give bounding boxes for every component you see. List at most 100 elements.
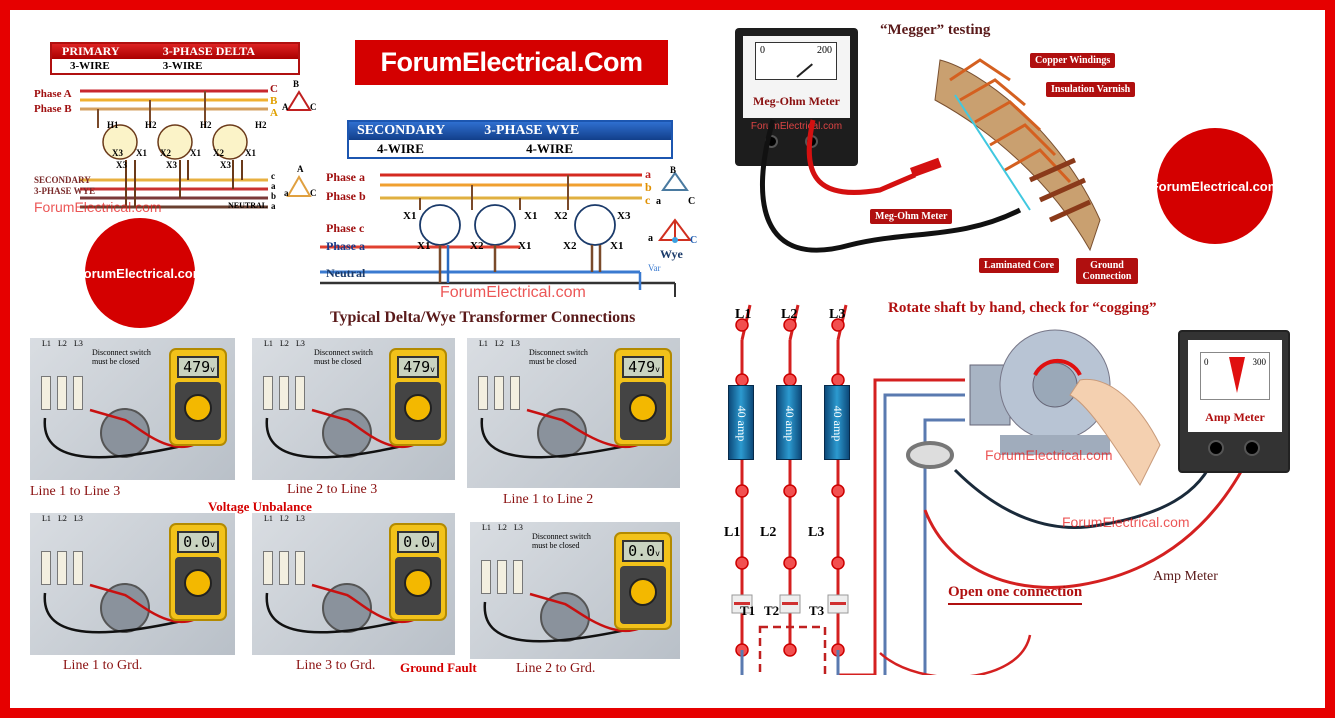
terminal-x2: X2 xyxy=(554,210,568,222)
line-a: a xyxy=(645,167,651,181)
sec-c: c xyxy=(271,171,275,181)
terminal-x1: X1 xyxy=(245,148,256,158)
watermark: ForumElectrical.com xyxy=(985,447,1113,463)
terminal-x2: X2 xyxy=(160,148,171,158)
var-label: Var xyxy=(648,263,661,273)
tri2-a: a xyxy=(284,188,289,198)
terminal-x1: X1 xyxy=(524,210,538,222)
line-a: A xyxy=(270,107,278,119)
fuse xyxy=(263,551,273,585)
switch-label: L3 xyxy=(514,523,523,532)
meter-label: Meg-Ohm Meter xyxy=(753,94,840,108)
tri2-c: C xyxy=(310,188,317,198)
meter-face: 0 200 Meg-Ohm Meter xyxy=(743,36,850,118)
terminal-x2: X2 xyxy=(470,240,484,252)
fuse-label: 40 amp xyxy=(735,405,749,442)
open-connection-note: Open one connection xyxy=(948,584,1083,605)
wye-wiring-diagram xyxy=(320,171,692,297)
reading: 479 xyxy=(403,358,431,376)
multimeter-display: 0.0v xyxy=(177,531,219,553)
switch-label: L2 xyxy=(280,514,289,523)
tri2-a: A xyxy=(297,164,304,174)
secondary-type-label: 3-PHASE WYE xyxy=(34,186,96,196)
meter-scale: 0 200 xyxy=(755,42,837,80)
switch-label: L2 xyxy=(280,339,289,348)
terminal-x1: X1 xyxy=(417,240,431,252)
callout-insulation-varnish: Insulation Varnish xyxy=(1046,82,1136,97)
terminal-h1: H1 xyxy=(107,120,119,130)
meg-ohm-meter: 0 200 Meg-Ohm Meter ForumElectrical.com xyxy=(735,28,858,166)
fuse-label: 40 amp xyxy=(783,405,797,442)
selector-dial xyxy=(404,569,432,597)
test-caption: Line 2 to Grd. xyxy=(516,661,596,676)
sub-right: 3-WIRE xyxy=(162,60,203,72)
megger-leads-and-stator xyxy=(760,58,1101,253)
callout-ground-connection: Ground Connection xyxy=(1076,258,1138,284)
switch-label: L1 xyxy=(264,514,273,523)
disconnect-note: Disconnect switch must be closed xyxy=(529,348,588,366)
tri-b: B xyxy=(293,79,300,89)
megger-title: “Megger” testing xyxy=(880,22,991,38)
amp-meter-face: 0 300 Amp Meter xyxy=(1188,340,1282,432)
fuse xyxy=(41,376,51,410)
amp-meter-label: Amp Meter xyxy=(1205,410,1265,424)
multimeter-display: 479v xyxy=(397,356,439,378)
wye-c: C xyxy=(690,235,698,246)
phase-b-label: Phase b xyxy=(326,189,366,203)
multimeter: 479v xyxy=(169,348,227,446)
switch-label: L3 xyxy=(511,339,520,348)
phase-c-label: Phase c xyxy=(326,221,365,235)
watermark: ForumElectrical.com xyxy=(440,284,586,301)
switch-label: L3 xyxy=(74,514,83,523)
fuse xyxy=(279,376,289,410)
test-caption: Line 1 to Line 3 xyxy=(30,484,121,499)
amp-scale: 0 300 xyxy=(1200,352,1270,400)
circle-logo: ForumElectrical.com xyxy=(1151,128,1279,244)
circle-logo: ForumElectrical.com xyxy=(76,218,204,328)
multimeter-display: 0.0v xyxy=(622,540,664,562)
switch-label: L1 xyxy=(264,339,273,348)
callout-laminated-core: Laminated Core xyxy=(979,258,1060,273)
multimeter: 479v xyxy=(614,348,672,446)
selector-dial xyxy=(629,578,657,606)
fuse xyxy=(57,376,67,410)
sec-a: a xyxy=(271,201,276,211)
line-l1: L1 xyxy=(735,307,752,322)
fuse xyxy=(279,551,289,585)
reading: 0.0 xyxy=(628,542,656,560)
line-l2: L2 xyxy=(781,307,798,322)
scale-max: 200 xyxy=(817,45,832,56)
cogging-wiring xyxy=(731,304,1252,675)
tri-a: a xyxy=(656,196,661,207)
terminal-x3: X3 xyxy=(617,210,631,222)
wye-title: Wye xyxy=(660,247,683,261)
terminal-x1: X1 xyxy=(610,240,624,252)
terminal-x3: X3 xyxy=(220,160,231,170)
terminal-x2: X2 xyxy=(563,240,577,252)
voltage-unbalance-label: Voltage Unbalance xyxy=(208,499,312,514)
switch-label: L1 xyxy=(479,339,488,348)
fuse xyxy=(41,551,51,585)
header-left: SECONDARY xyxy=(357,123,446,138)
amp-needle xyxy=(1229,357,1245,393)
fuse xyxy=(295,376,305,410)
neutral-label: NEUTRAL xyxy=(228,201,268,210)
disconnect-note: Disconnect switch must be closed xyxy=(532,532,591,550)
watermark: ForumElectrical.com xyxy=(34,199,162,215)
sub-right: 4-WIRE xyxy=(526,140,574,156)
multimeter-display: 0.0v xyxy=(397,531,439,553)
scale-min: 0 xyxy=(760,45,765,56)
motor-icon xyxy=(322,408,372,458)
fuse xyxy=(73,376,83,410)
sec-b: b xyxy=(271,191,277,201)
sub-left: 4-WIRE xyxy=(377,140,424,156)
tri-a: A xyxy=(282,102,289,112)
wye-title-caption: Typical Delta/Wye Transformer Connection… xyxy=(330,309,636,326)
terminal-h2: H2 xyxy=(255,120,267,130)
line-l1-mid: L1 xyxy=(724,525,741,540)
